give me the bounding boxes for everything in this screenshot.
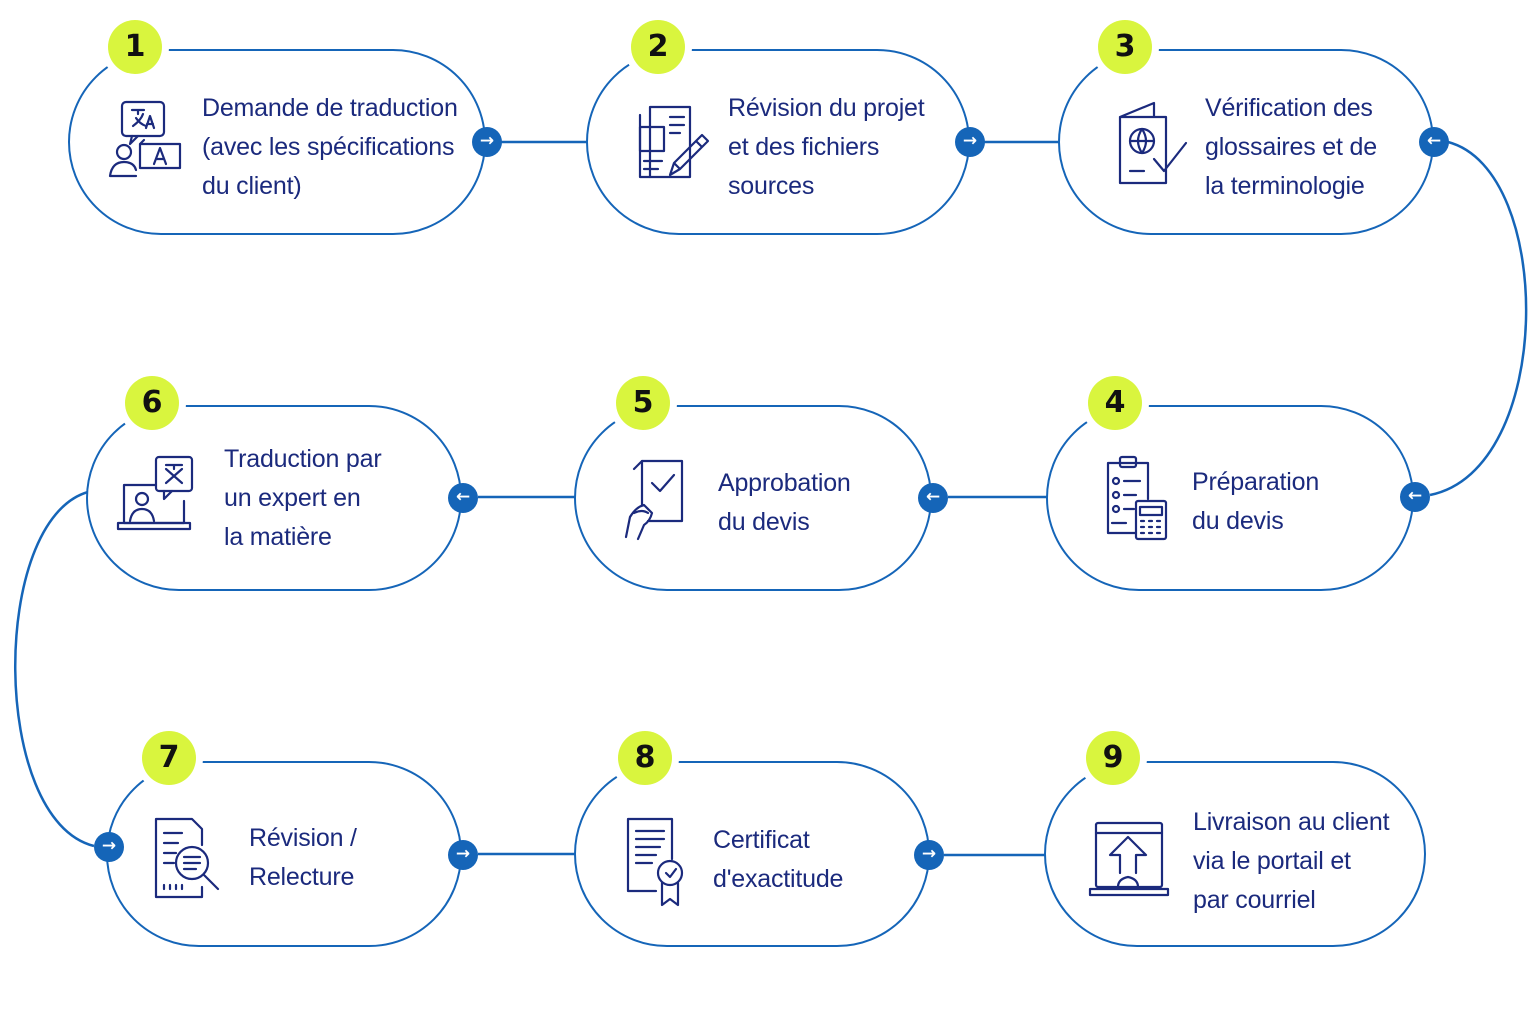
glossary-check-icon xyxy=(1114,97,1198,189)
arrow-left-icon: ← xyxy=(1400,482,1430,512)
arrow-left-icon: ← xyxy=(918,483,948,513)
step-label: Vérification des glossaires et de la ter… xyxy=(1205,94,1377,200)
step-card-3: Vérification des glossaires et de la ter… xyxy=(1058,49,1434,235)
expert-laptop-translate-icon xyxy=(116,451,200,543)
step-number-badge: 7 xyxy=(142,731,196,785)
step-card-2: Révision du projet et des fichiers sourc… xyxy=(586,49,970,235)
certificate-icon xyxy=(618,815,702,907)
step-number-badge: 8 xyxy=(618,731,672,785)
translate-speech-icon xyxy=(106,96,190,188)
arrow-right-icon: → xyxy=(448,840,478,870)
step-number-badge: 1 xyxy=(108,20,162,74)
step-label: Certificat d'exactitude xyxy=(713,826,844,893)
step-label: Révision / Relecture xyxy=(249,824,357,891)
step-label: Préparation du devis xyxy=(1192,468,1320,535)
step-label: Révision du projet et des fichiers sourc… xyxy=(728,94,925,200)
arrow-right-icon: → xyxy=(914,840,944,870)
step-label: Traduction par un expert en la matière xyxy=(224,445,382,551)
step-number-badge: 6 xyxy=(125,376,179,430)
arrow-right-icon: → xyxy=(94,832,124,862)
arrow-right-icon: → xyxy=(955,127,985,157)
step-label: Livraison au client via le portail et pa… xyxy=(1193,808,1390,914)
document-review-icon xyxy=(148,813,232,905)
step-card-6: Traduction par un expert en la matière xyxy=(86,405,462,591)
step-card-4: Préparation du devis xyxy=(1046,405,1414,591)
step-card-7: Révision / Relecture xyxy=(106,761,462,947)
step-number-badge: 2 xyxy=(631,20,685,74)
step-label: Approbation du devis xyxy=(718,469,851,536)
step-number-badge: 3 xyxy=(1098,20,1152,74)
step-label: Demande de traduction (avec les spécific… xyxy=(202,94,458,200)
step-number-badge: 9 xyxy=(1086,731,1140,785)
clipboard-calculator-icon xyxy=(1100,453,1184,545)
arrow-left-icon: ← xyxy=(1419,127,1449,157)
document-approval-icon xyxy=(618,453,702,545)
arrow-left-icon: ← xyxy=(448,483,478,513)
step-card-8: Certificat d'exactitude xyxy=(574,761,930,947)
step-card-9: Livraison au client via le portail et pa… xyxy=(1044,761,1426,947)
step-card-5: Approbation du devis xyxy=(574,405,932,591)
step-card-1: Demande de traduction (avec les spécific… xyxy=(68,49,486,235)
arrow-right-icon: → xyxy=(472,127,502,157)
step-number-badge: 5 xyxy=(616,376,670,430)
laptop-upload-icon xyxy=(1088,811,1172,903)
step-number-badge: 4 xyxy=(1088,376,1142,430)
document-edit-icon xyxy=(630,97,714,189)
